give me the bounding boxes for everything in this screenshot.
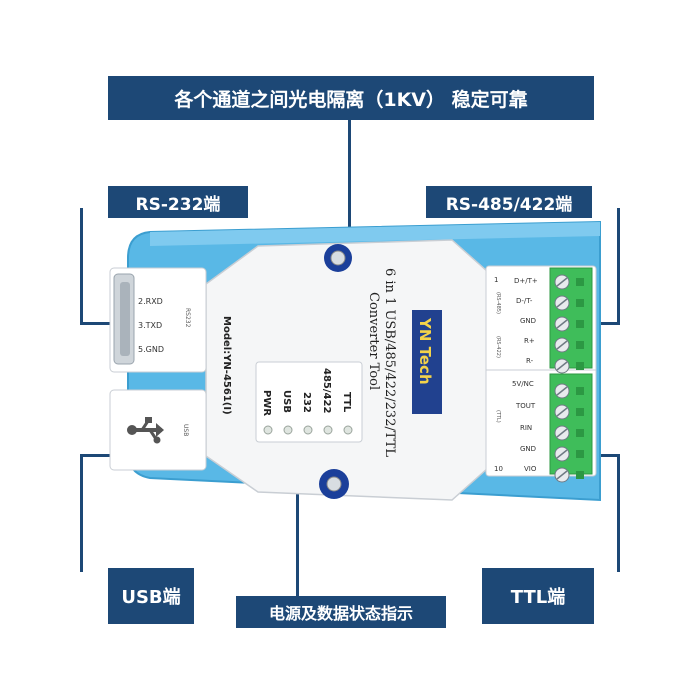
model-text: Model:YN-4561(I) [221,316,232,415]
bottom-screw [319,469,349,499]
rs232-tag: RS232 [184,308,191,328]
ttl-callout: TTL端 [482,568,594,624]
status-led-icon [303,425,313,435]
rs485-callout: RS-485/422端 [426,186,592,218]
ttl-pin-5v: 5V/NC [512,380,534,388]
usb-callout-line-h [80,454,120,457]
led-label-485: 485/422 [321,368,332,413]
status-led-icon [323,425,333,435]
brand-text: YN Tech [416,317,434,385]
ttl-pin-vio: VIO [524,465,537,473]
terminal-screw-icon [554,383,584,399]
top-screw [324,244,352,272]
terminal-screw-icon [554,404,584,420]
ttl-pin-gnd: GND [520,445,536,453]
status-led-icon [283,425,293,435]
top-callout-line [348,118,351,246]
ttl-num: 10 [494,465,503,473]
rs485-callout-line [617,208,620,324]
rs485-tag-top: (RS-485) [495,292,501,314]
terminal-screw-icon [554,274,584,290]
rs485-num: 1 [494,276,498,284]
usb-symbol-icon [127,417,164,444]
usb-callout-line [80,456,83,572]
terminal-screw-icon [554,425,584,441]
led-label-232: 232 [301,392,312,413]
rs232-pin-rxd: 2.RXD [138,297,163,306]
brand-badge [412,310,442,414]
status-indicator-callout: 电源及数据状态指示 [236,596,446,628]
rs485-pin-dminus: D-/T- [516,297,533,305]
device-title-line1: 6 in 1 USB/485/422/232/TTL [382,268,397,457]
terminal-screw-icon [554,295,584,311]
terminal-screw-icon [554,446,584,462]
terminal-screw-icon [554,467,584,483]
ttl-tag: (TTL) [495,410,501,423]
rs485-pin-rminus: R- [526,357,534,365]
led-callout-line [296,428,299,598]
ttl-pin-tout: TOUT [515,402,536,410]
led-label-pwr: PWR [261,390,272,416]
rs485-pin-dplus: D+/T+ [514,277,538,285]
terminal-screw-icon [554,316,584,332]
rs232-callout-line-h [80,322,120,325]
rs232-pin-gnd: 5.GND [138,345,164,354]
rs232-pin-txd: 3.TXD [138,321,162,330]
rs485-pin-rplus: R+ [524,337,535,345]
led-window [255,361,363,443]
ttl-callout-line-h [588,454,620,457]
led-label-usb: USB [281,390,292,413]
rs485-callout-line-h [588,322,620,325]
led-label-ttl: TTL [341,392,352,413]
isolation-callout: 各个通道之间光电隔离（1KV） 稳定可靠 [108,76,594,120]
rs232-callout: RS-232端 [108,186,248,218]
terminal-screw-icon [554,337,584,353]
ttl-callout-line [617,456,620,572]
terminal-screw-icon [554,358,584,374]
status-led-icon [343,425,353,435]
usb-tag: USB [182,424,189,436]
status-led-icon [263,425,273,435]
rs485-tag-bottom: (RS-422) [495,336,501,358]
rs485-pin-gnd: GND [520,317,536,325]
rs232-callout-line [80,208,83,324]
usb-callout: USB端 [108,568,194,624]
device-title-line2: Converter Tool [366,292,381,390]
ttl-pin-rin: RIN [520,424,532,432]
